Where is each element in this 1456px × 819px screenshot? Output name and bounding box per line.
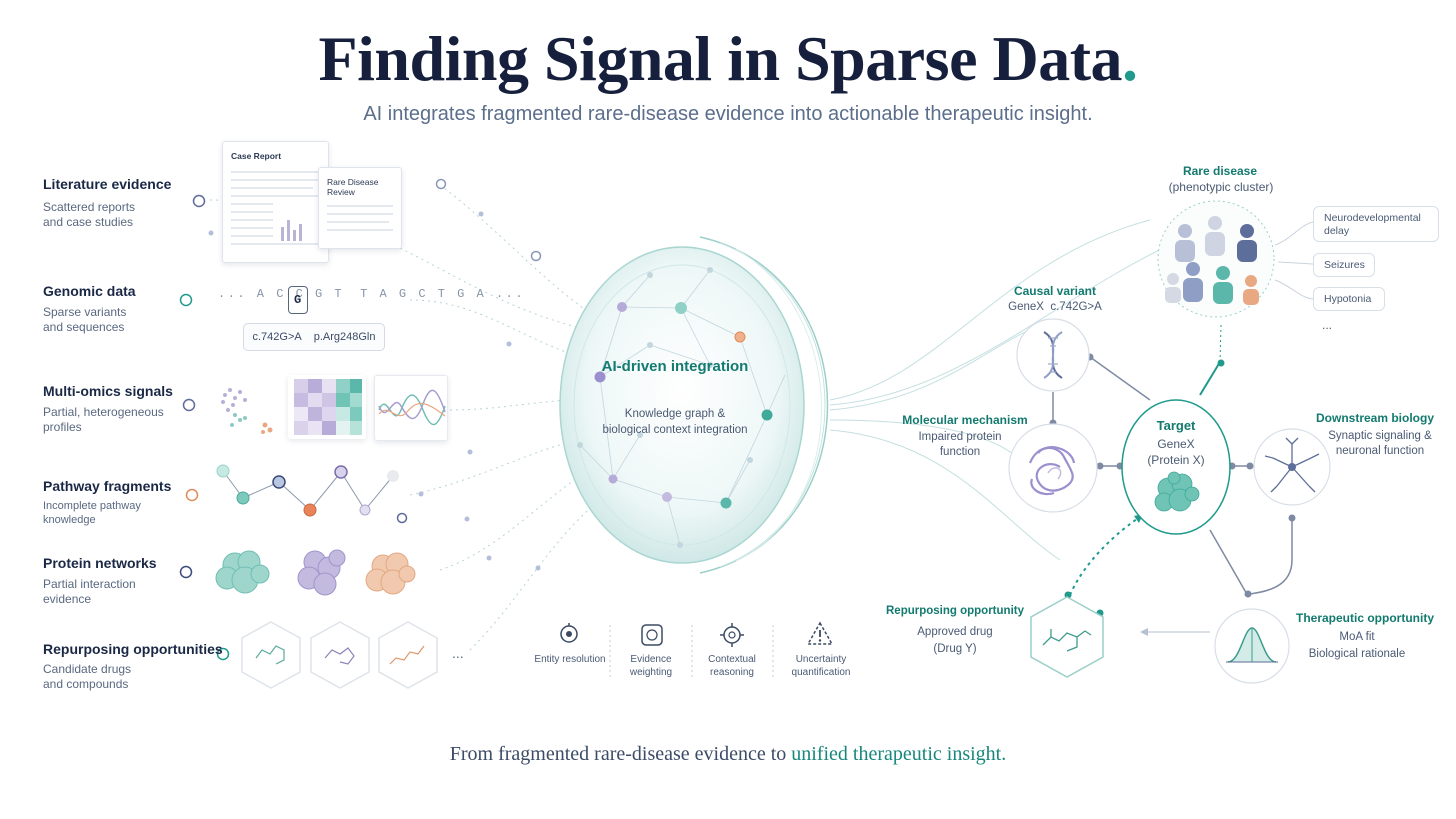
scatter-plot-icon <box>221 388 273 434</box>
protein-structure-icon <box>1008 423 1098 513</box>
dna-helix-icon <box>1016 318 1090 392</box>
source-literature-desc: Scattered reports and case studies <box>43 200 136 229</box>
source-literature-title: Literature evidence <box>43 176 172 192</box>
protein-blobs <box>215 549 416 596</box>
target-protein: (Protein X) <box>1147 453 1205 467</box>
symptom-hypotonia: Hypotonia <box>1313 287 1385 311</box>
molecular-mechanism-desc: Impaired protein function <box>918 431 1002 458</box>
causal-variant-title: Causal variant <box>1013 284 1097 298</box>
source-protein-desc: Partial interaction evidence <box>43 577 136 606</box>
warning-icon <box>807 621 833 645</box>
bell-curve-icon <box>1214 608 1290 684</box>
hub-title: AI-driven integration <box>601 358 749 375</box>
step-uncertainty-quantification: Uncertainty quantification <box>791 654 851 678</box>
step-contextual-reasoning: Contextual reasoning <box>708 654 756 678</box>
variant-dna: c.742G>A <box>252 331 302 343</box>
source-multiomics-desc: Partial, heterogeneous profiles <box>43 405 164 434</box>
downstream-biology-desc: Synaptic signaling & neuronal function <box>1328 430 1432 457</box>
drug-hexagons <box>241 621 438 689</box>
source-repurposing-title: Repurposing opportunities <box>43 641 223 657</box>
heatmap-card <box>288 375 366 439</box>
therapeutic-moa: MoA fit <box>1339 631 1375 643</box>
source-genomic-title: Genomic data <box>43 283 136 299</box>
footer-tagline: From fragmented rare-disease evidence to… <box>449 743 1007 765</box>
source-repurposing-desc: Candidate drugs and compounds <box>43 662 132 691</box>
source-genomic-desc: Sparse variants and sequences <box>43 305 127 334</box>
target-gene: GeneX <box>1157 437 1195 451</box>
step-evidence-weighting: Evidence weighting <box>629 654 673 678</box>
pathway-graph <box>216 464 399 517</box>
case-report-document: Case Report <box>222 141 329 263</box>
source-pathway-desc: Incomplete pathway knowledge <box>43 500 141 526</box>
patient-cluster-icon <box>1157 200 1275 318</box>
case-report-title: Case Report <box>231 151 282 161</box>
repurposing-approved-drug: Approved drug <box>917 626 993 638</box>
weight-icon <box>641 624 663 646</box>
page-subtitle: AI integrates fragmented rare-disease ev… <box>363 103 1093 125</box>
molecular-mechanism-title: Molecular mechanism <box>902 413 1028 427</box>
repurposing-ellipsis: ... <box>452 645 464 661</box>
target-icon <box>720 623 744 647</box>
repurposing-opportunity-title: Repurposing opportunity <box>886 605 1024 617</box>
downstream-biology-title: Downstream biology <box>1315 411 1434 425</box>
source-protein-title: Protein networks <box>43 555 157 571</box>
neuron-icon <box>1253 428 1331 506</box>
review-lines <box>327 205 393 231</box>
target-node-circle <box>1121 399 1231 535</box>
highlight-box <box>288 286 308 314</box>
highlight-base: G <box>294 293 302 307</box>
variant-protein: p.Arg248Gln <box>313 331 376 343</box>
waveform-card <box>374 375 448 441</box>
heatmap-icon <box>294 379 362 435</box>
search-icon <box>560 623 578 643</box>
step-dividers <box>609 625 774 680</box>
target-title: Target <box>1156 418 1196 433</box>
rare-review-title: Rare Disease Review <box>327 177 379 197</box>
therapeutic-rationale: Biological rationale <box>1308 648 1406 660</box>
variant-box: c.742G>A p.Arg248Gln <box>243 323 385 351</box>
repurposing-drug-name: (Drug Y) <box>933 643 977 655</box>
symptom-seizures: Seizures <box>1313 253 1375 277</box>
case-report-lines <box>231 171 318 245</box>
drug-molecule-icon <box>1030 596 1104 678</box>
waveform-icon <box>378 389 446 426</box>
integration-sphere <box>559 236 829 574</box>
causal-variant-desc: GeneX c.742G>A <box>1008 301 1102 313</box>
step-entity-resolution: Entity resolution <box>534 654 606 665</box>
rare-disease-title: Rare disease <box>1182 164 1258 178</box>
source-pathway-title: Pathway fragments <box>43 478 172 494</box>
source-multiomics-title: Multi-omics signals <box>43 383 173 399</box>
therapeutic-opportunity-title: Therapeutic opportunity <box>1296 611 1434 625</box>
page-title: Finding Signal in Sparse Data. <box>318 23 1138 94</box>
hub-description: Knowledge graph & biological context int… <box>602 408 748 436</box>
symptom-neurodevelopmental-delay: Neurodevelopmental delay <box>1313 206 1439 242</box>
rare-disease-desc: (phenotypic cluster) <box>1168 180 1274 194</box>
rare-disease-review-document: Rare Disease Review <box>318 167 402 249</box>
symptom-ellipsis: ... <box>1322 318 1333 332</box>
